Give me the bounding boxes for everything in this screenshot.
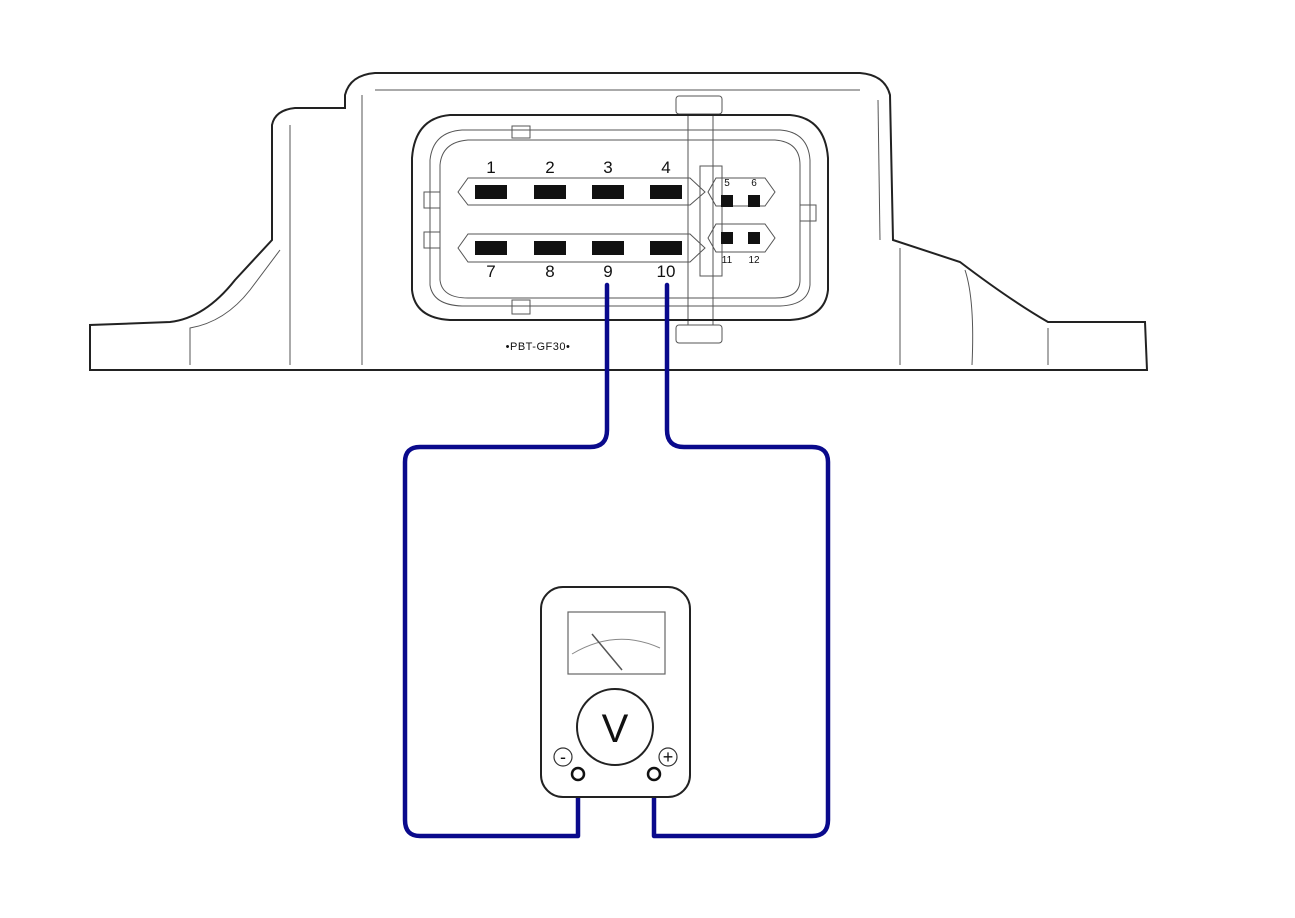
pin-number-label: 3 [603, 158, 612, 177]
pin-number-label: 11 [722, 255, 733, 266]
pin-number-label: 4 [661, 158, 670, 177]
pin-number-label: 5 [724, 178, 730, 189]
connector-pin-small [721, 232, 733, 244]
connector-pin-small [748, 195, 760, 207]
connector-pin-small [721, 195, 733, 207]
connector-pin [534, 241, 566, 255]
positive-test-lead [651, 282, 831, 839]
pin-number-label: 9 [603, 262, 612, 281]
connector-pin [475, 241, 507, 255]
connector-pin [650, 185, 682, 199]
pin-number-label: 8 [545, 262, 554, 281]
connector-pin-small [748, 232, 760, 244]
connector-pin [650, 241, 682, 255]
meter-dial [576, 688, 654, 766]
pin-number-label: 6 [751, 178, 757, 189]
voltmeter: V - + [540, 586, 691, 798]
connector-pin [475, 185, 507, 199]
connector-pin [592, 241, 624, 255]
pin-block-small: 5 6 11 12 [721, 178, 760, 266]
pin-row-bottom: 7 8 9 10 [475, 241, 682, 281]
pin-number-label: 10 [657, 262, 676, 281]
negative-terminal-symbol: - [560, 747, 566, 767]
positive-terminal [646, 766, 662, 782]
negative-test-lead [402, 282, 610, 839]
part-code-label: •PBT-GF30• [506, 341, 571, 353]
pin-number-label: 2 [545, 158, 554, 177]
pin-row-top: 1 2 3 4 [475, 158, 682, 199]
pin-number-label: 1 [486, 158, 495, 177]
pin-number-label: 7 [486, 262, 495, 281]
pin-number-label: 12 [748, 255, 760, 266]
voltmeter-symbol: V [602, 707, 629, 751]
connector-pin [592, 185, 624, 199]
meter-needle [591, 633, 623, 671]
connector-shell [411, 114, 829, 321]
control-module-housing [89, 72, 1149, 371]
positive-terminal-symbol: + [663, 747, 674, 767]
connector-pin [534, 185, 566, 199]
negative-terminal [570, 766, 586, 782]
